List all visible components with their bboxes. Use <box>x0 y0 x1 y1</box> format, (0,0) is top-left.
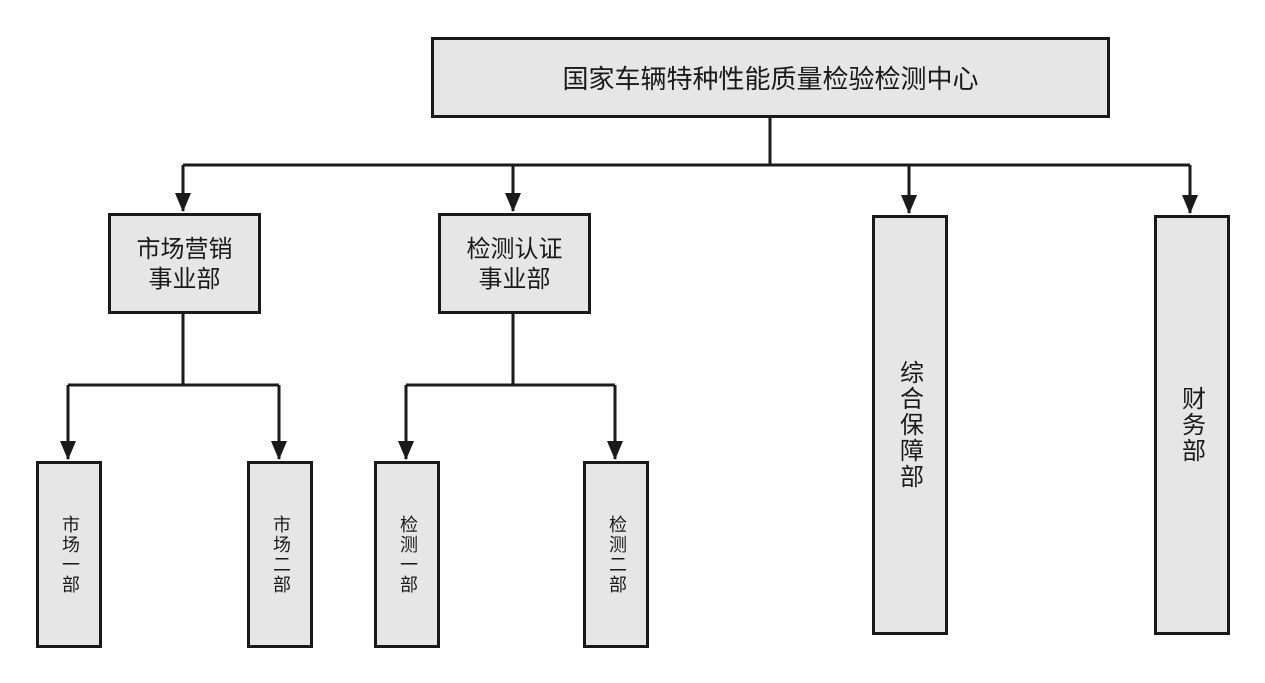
arrowhead-division-support <box>901 195 917 214</box>
node-division-support-label: 综合保障部 <box>895 360 924 490</box>
node-root-center: 国家车辆特种性能质量检验检测中心 <box>431 37 1110 118</box>
node-dept-testing-1: 检测一部 <box>374 461 440 648</box>
node-dept-marketing-1-label: 市场一部 <box>59 514 80 595</box>
node-division-testing: 检测认证 事业部 <box>438 213 591 314</box>
node-dept-marketing-2: 市场二部 <box>247 461 313 648</box>
arrowhead-testing-2 <box>607 441 623 460</box>
node-dept-testing-1-label: 检测一部 <box>397 514 418 595</box>
arrowhead-testing-1 <box>398 441 414 460</box>
node-root-label: 国家车辆特种性能质量检验检测中心 <box>562 65 979 95</box>
arrowhead-division-marketing <box>175 193 191 212</box>
arrowhead-division-finance <box>1182 195 1198 214</box>
node-dept-marketing-1: 市场一部 <box>36 461 102 648</box>
node-division-finance-label: 财务部 <box>1177 386 1206 464</box>
node-division-support: 综合保障部 <box>872 215 948 635</box>
arrowhead-marketing-2 <box>271 441 287 460</box>
node-dept-testing-2: 检测二部 <box>583 461 649 648</box>
node-division-testing-label: 检测认证 事业部 <box>466 234 563 293</box>
node-dept-testing-2-label: 检测二部 <box>606 514 627 595</box>
node-division-finance: 财务部 <box>1154 215 1230 635</box>
arrowhead-division-testing <box>505 193 521 212</box>
node-division-marketing-label: 市场营销 事业部 <box>136 234 233 293</box>
node-division-marketing: 市场营销 事业部 <box>108 213 261 314</box>
arrowhead-marketing-1 <box>60 441 76 460</box>
node-dept-marketing-2-label: 市场二部 <box>270 514 291 595</box>
